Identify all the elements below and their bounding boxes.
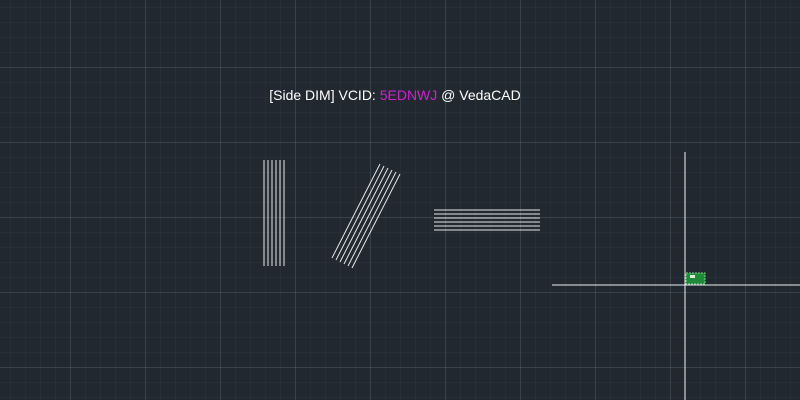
diagonal-line[interactable] (351, 173, 401, 269)
title-suffix: @ VedaCAD (437, 87, 521, 103)
diagonal-line[interactable] (347, 171, 397, 267)
diagonal-line[interactable] (339, 167, 389, 263)
vcid-code: 5EDNWJ (379, 87, 438, 103)
crosshair-cursor (552, 152, 800, 400)
diagonal-line[interactable] (331, 163, 381, 259)
diagonal-line[interactable] (343, 169, 393, 265)
ucs-icon-marker (690, 275, 695, 278)
ucs-icon-box (685, 272, 706, 285)
ucs-icon[interactable] (685, 272, 706, 285)
diagonal-line-group[interactable] (331, 163, 401, 269)
vertical-line-group[interactable] (263, 160, 285, 266)
title-prefix: [Side DIM] VCID: (269, 87, 380, 103)
drawing-title: [Side DIM] VCID: 5EDNWJ @ VedaCAD (0, 87, 790, 103)
horizontal-line-group[interactable] (434, 209, 540, 231)
diagonal-line[interactable] (335, 165, 385, 261)
